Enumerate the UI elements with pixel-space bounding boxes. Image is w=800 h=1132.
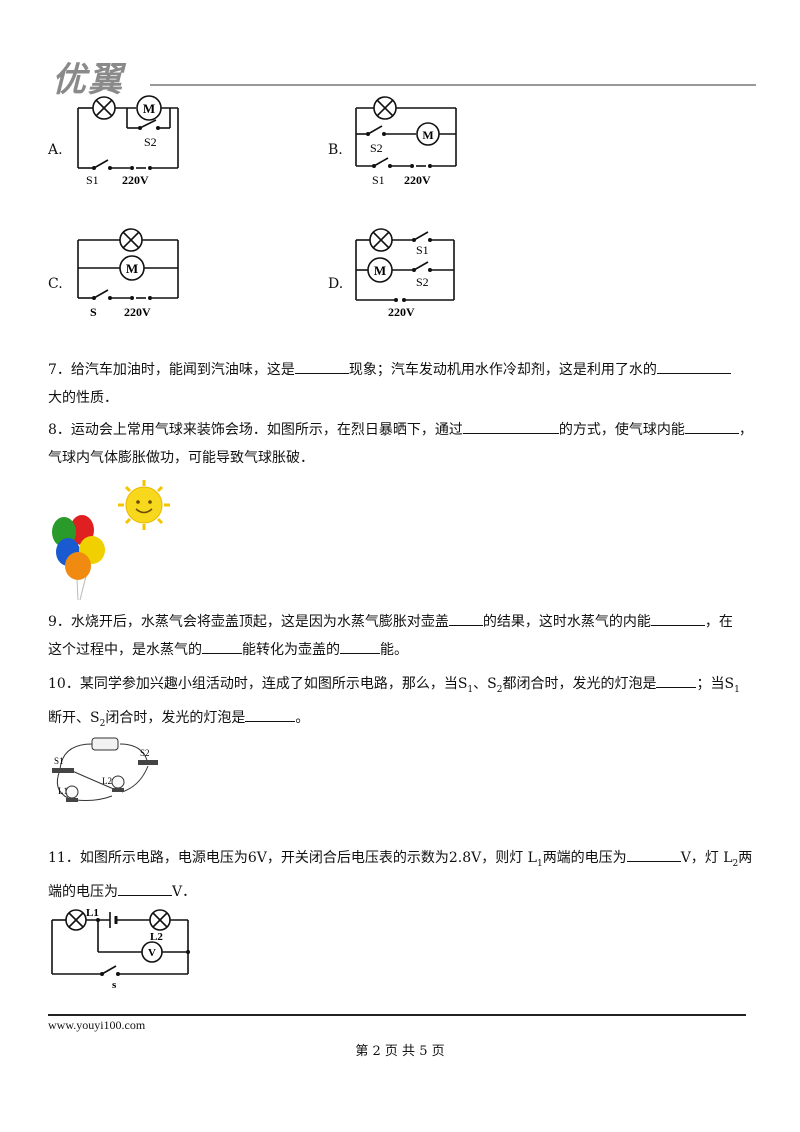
svg-text:M: M [422,128,433,142]
option-b-label: B. [328,142,343,158]
bulb-l2-icon [111,775,125,792]
q10-fig-s1: S1 [54,756,64,766]
q10-fig-l2: L2 [102,776,112,786]
question-9: 9．水烧开后，水蒸气会将壶盖顶起，这是因为水蒸气膨胀对壶盖的结果，这时水蒸气的内… [48,608,758,664]
svg-text:M: M [374,263,386,278]
q11-fig-l1: L1 [86,907,99,919]
option-d-voltage: 220V [388,305,415,319]
sun-icon [118,480,170,530]
circuit-diagram-b: M S2 S1 220V [355,96,457,187]
option-b-s2: S2 [370,141,383,155]
option-a-voltage: 220V [122,173,149,187]
circuit-figure-q10: S1 S2 L1 L2 [52,737,158,802]
battery-icon [91,737,119,751]
question-7: 7．给汽车加油时，能闻到汽油味，这是现象；汽车发动机用水作冷却剂，这是利用了水的… [48,356,758,412]
svg-text:M: M [126,261,138,276]
q10-fig-l1: L1 [58,786,68,796]
option-c-s: S [90,305,97,319]
footer-divider [48,1014,746,1016]
circuit-diagram-c: M S 220V [77,228,179,319]
option-a-s2: S2 [144,135,157,149]
bulb-l1-icon [65,785,79,802]
balloon-group-icon [52,515,105,601]
option-a-s1: S1 [86,173,99,187]
q10-fig-s2: S2 [140,748,150,758]
option-b-voltage: 220V [404,173,431,187]
circuit-diagram-d: M S1 S2 220V [355,228,455,319]
circuit-diagram-a: M S2 S1 220V [77,95,179,187]
q11-fig-v: V [148,947,156,959]
switch-s2-icon [138,760,158,765]
page-number: 第 2 页 共 5 页 [355,1044,445,1059]
svg-text:M: M [143,101,155,116]
question-11: 11．如图所示电路，电源电压为6V，开关闭合后电压表的示数为2.8V，则灯 L1… [48,844,758,906]
balloons-sun-illustration [52,480,170,601]
question-10: 10．某同学参加兴趣小组活动时，连成了如图所示电路，那么，当S1、S2都闭合时，… [48,670,758,738]
logo-text: 优翼 [52,60,124,100]
footer-url: www.youyi100.com [48,1018,146,1032]
option-c-voltage: 220V [124,305,151,319]
circuit-figure-q11: L1 L2 V s [51,907,190,990]
switch-s1-icon [52,768,74,773]
option-a-label: A. [48,142,63,158]
q11-fig-l2: L2 [150,931,163,943]
option-d-s1: S1 [416,243,429,257]
q11-fig-s: s [112,979,117,990]
header-divider [150,84,756,86]
option-d-label: D. [328,276,344,292]
option-b-s1: S1 [372,173,385,187]
question-8: 8．运动会上常用气球来装饰会场．如图所示，在烈日暴晒下，通过的方式，使气球内能，… [48,416,758,472]
option-c-label: C. [48,276,63,292]
option-d-s2: S2 [416,275,429,289]
